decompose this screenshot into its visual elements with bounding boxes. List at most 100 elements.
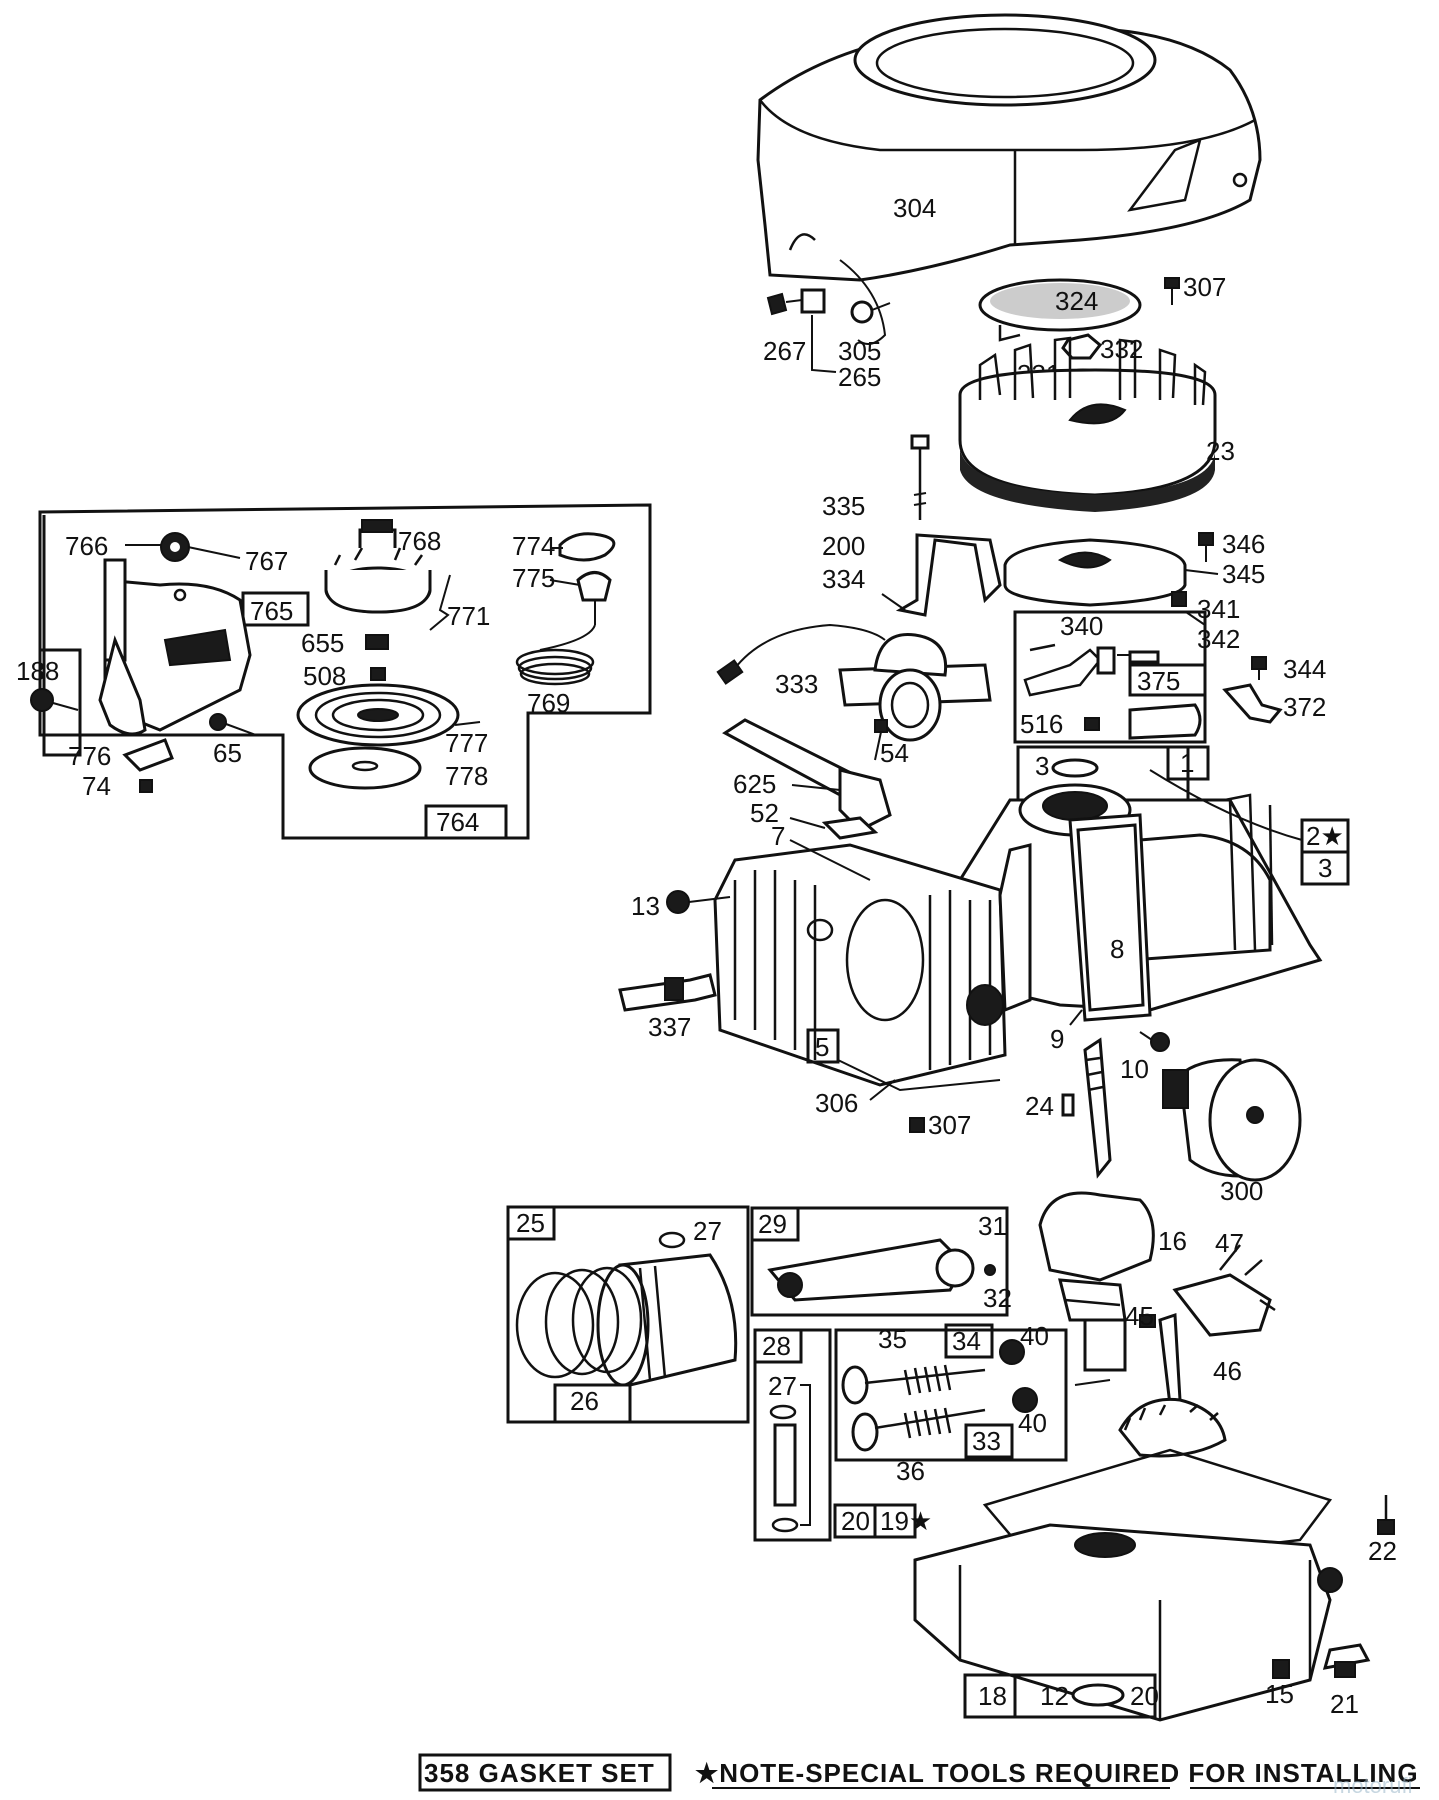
part-label-3b: 3	[1318, 853, 1332, 883]
part-label-20a: 20	[841, 1506, 870, 1536]
retainer-776-part	[122, 738, 174, 793]
part-label-306: 306	[815, 1088, 858, 1118]
part-label-21: 21	[1330, 1689, 1359, 1719]
part-label-46: 46	[1213, 1356, 1242, 1386]
breaker-points-part	[1023, 643, 1160, 697]
watermark: motorufi	[1333, 1773, 1412, 1798]
part-label-36: 36	[896, 1456, 925, 1486]
leader-52	[789, 817, 826, 829]
part-label-774: 774	[512, 531, 555, 561]
part-label-34: 34	[952, 1326, 981, 1356]
blower-housing-part	[756, 13, 1262, 282]
screw-307-part	[1164, 277, 1180, 305]
piston-label-box-26	[553, 1383, 632, 1424]
screw-13-part	[666, 890, 731, 914]
camshaft-part	[1118, 1312, 1227, 1458]
gasket-set-label: 358 GASKET SET	[424, 1758, 655, 1788]
part-label-20b: 20	[1130, 1681, 1159, 1711]
part-label-26: 26	[570, 1386, 599, 1416]
part-label-767: 767	[245, 546, 288, 576]
intake-valve-part	[851, 1387, 1038, 1452]
part-label-345: 345	[1222, 559, 1265, 589]
part-label-52: 52	[750, 798, 779, 828]
screw-10-part	[1139, 1031, 1170, 1052]
part-label-16: 16	[1158, 1226, 1187, 1256]
pawl-screw-766-part	[125, 532, 241, 562]
part-label-375: 375	[1137, 666, 1180, 696]
bolt-335-part	[910, 434, 930, 520]
part-label-324: 324	[1055, 286, 1098, 316]
part-label-766: 766	[65, 531, 108, 561]
tappet-45-part	[1074, 1314, 1156, 1386]
valve-label-box-34	[944, 1323, 994, 1359]
sump-label-box-18	[963, 1673, 1017, 1719]
governor-part	[1172, 1244, 1276, 1337]
part-label-74: 74	[82, 771, 111, 801]
part-label-27a: 27	[693, 1216, 722, 1246]
pin-lock-27a-part	[658, 1231, 686, 1249]
rewind-starter-box	[38, 503, 652, 840]
starter-sub-frame	[40, 515, 82, 757]
screw-346-part	[1198, 532, 1214, 562]
leader-345	[1184, 569, 1219, 575]
starter-pulley-part	[324, 519, 432, 614]
leader-7	[789, 839, 871, 881]
breaker-cover-part	[1003, 538, 1187, 607]
piston-part	[515, 1253, 738, 1387]
part-label-768: 768	[398, 526, 441, 556]
rotating-screen-part	[978, 278, 1142, 342]
part-label-341: 341	[1197, 594, 1240, 624]
part-label-305: 305	[838, 336, 881, 366]
point-set-box-label	[1128, 663, 1207, 697]
special-tools-note: ★NOTE-SPECIAL TOOLS REQUIRED FOR INSTALL…	[695, 1758, 1419, 1788]
clip-265-leader	[811, 315, 837, 373]
starter-handle-part	[539, 532, 616, 651]
part-label-340: 340	[1060, 611, 1103, 641]
screw-188-part	[30, 688, 79, 712]
part-label-765: 765	[250, 596, 293, 626]
part-label-508: 508	[303, 661, 346, 691]
screw-22-part	[1377, 1495, 1395, 1535]
breather-8-part	[1076, 823, 1145, 1012]
part-label-776: 776	[68, 741, 111, 771]
plunger-516-part	[1084, 703, 1202, 740]
pin-lock-bottom-part	[771, 1517, 799, 1533]
part-label-344: 344	[1283, 654, 1326, 684]
screw-305-part	[839, 259, 891, 345]
part-label-342: 342	[1197, 624, 1240, 654]
leader-9	[1069, 1009, 1083, 1026]
part-label-24: 24	[1025, 1091, 1054, 1121]
rewind-spring-part	[296, 683, 481, 747]
part-label-267: 267	[763, 336, 806, 366]
armature-333-part	[716, 623, 992, 742]
rod-label-box-29	[750, 1206, 800, 1242]
oil-fill-plug-21-part	[1322, 1643, 1371, 1678]
plug-15-part	[1272, 1659, 1290, 1679]
leader-2	[1149, 769, 1303, 841]
part-label-307b: 307	[928, 1110, 971, 1140]
cylinder-label-box-1	[1166, 745, 1210, 781]
part-label-29: 29	[758, 1209, 787, 1239]
flywheel-part	[958, 336, 1217, 512]
part-label-19: 19★	[880, 1506, 932, 1536]
part-label-372: 372	[1283, 692, 1326, 722]
part-label-300: 300	[1220, 1176, 1263, 1206]
part-label-332: 332	[1100, 334, 1143, 364]
pin-label-box-28	[753, 1328, 803, 1364]
leader-625	[791, 784, 841, 791]
part-label-769: 769	[527, 688, 570, 718]
intake-tube-part	[722, 718, 892, 832]
piston-pin-part	[773, 1423, 797, 1507]
pin-lock-27b-part	[769, 1404, 797, 1420]
part-label-1: 1	[1180, 748, 1194, 778]
part-label-2: 2★	[1306, 821, 1344, 851]
screw-508-part	[370, 667, 386, 681]
part-label-778: 778	[445, 761, 488, 791]
part-label-5: 5	[815, 1032, 829, 1062]
part-label-7: 7	[771, 821, 785, 851]
screw-341-part	[1171, 591, 1206, 626]
exhaust-valve-part	[841, 1339, 1025, 1405]
nut-332-part	[1061, 333, 1103, 360]
part-label-9: 9	[1050, 1024, 1064, 1054]
